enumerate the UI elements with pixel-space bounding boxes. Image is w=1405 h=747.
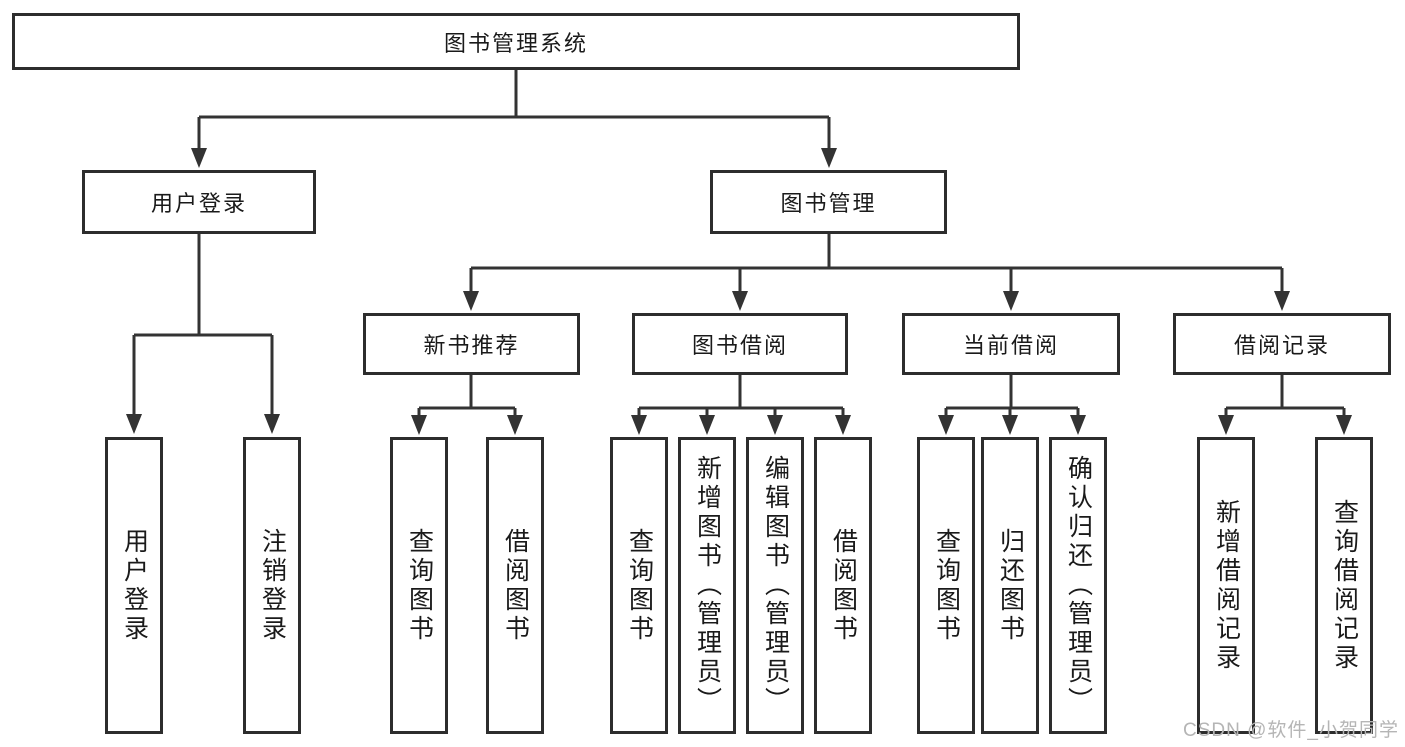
- node-user-login-label: 用户登录: [150, 191, 247, 216]
- leaf-current-query-books-label: 查询图书: [932, 527, 961, 644]
- leaf-recommend-borrow-books: 借阅图书: [486, 437, 544, 734]
- leaf-borrowing-edit-books: 编辑图书（管理员）: [746, 437, 804, 734]
- leaf-recommend-query-books-label: 查询图书: [405, 527, 434, 644]
- node-current-borrowing: 当前借阅: [902, 313, 1120, 375]
- watermark: CSDN @软件_小贺同学: [1183, 720, 1399, 741]
- node-book-borrowing: 图书借阅: [632, 313, 848, 375]
- leaf-recommend-borrow-books-label: 借阅图书: [501, 527, 530, 644]
- leaf-borrowing-query-books-label: 查询图书: [625, 527, 654, 644]
- leaf-records-add-record: 新增借阅记录: [1197, 437, 1255, 734]
- leaf-borrowing-query-books: 查询图书: [610, 437, 668, 734]
- node-new-book-recommend-label: 新书推荐: [423, 333, 520, 358]
- leaf-user-login-label: 用户登录: [120, 527, 149, 644]
- node-user-login: 用户登录: [82, 170, 316, 234]
- node-book-management: 图书管理: [710, 170, 947, 234]
- node-library-system: 图书管理系统: [12, 13, 1020, 70]
- node-borrowing-records: 借阅记录: [1173, 313, 1391, 375]
- leaf-logout-label: 注销登录: [258, 527, 287, 644]
- leaf-current-query-books: 查询图书: [917, 437, 975, 734]
- leaf-borrowing-add-books-label: 新增图书（管理员）: [693, 455, 722, 716]
- leaf-recommend-query-books: 查询图书: [390, 437, 448, 734]
- leaf-borrowing-edit-books-label: 编辑图书（管理员）: [761, 455, 790, 716]
- leaf-borrowing-borrow-books-label: 借阅图书: [829, 527, 858, 644]
- leaf-records-query-record: 查询借阅记录: [1315, 437, 1373, 734]
- leaf-current-confirm-return-label: 确认归还（管理员）: [1064, 455, 1093, 716]
- leaf-current-return-books: 归还图书: [981, 437, 1039, 734]
- leaf-user-login: 用户登录: [105, 437, 163, 734]
- node-library-system-label: 图书管理系统: [443, 30, 588, 56]
- node-book-borrowing-label: 图书借阅: [691, 333, 788, 358]
- leaf-records-add-record-label: 新增借阅记录: [1212, 498, 1241, 673]
- leaf-current-return-books-label: 归还图书: [996, 527, 1025, 644]
- node-borrowing-records-label: 借阅记录: [1233, 333, 1330, 358]
- leaf-borrowing-add-books: 新增图书（管理员）: [678, 437, 736, 734]
- node-current-borrowing-label: 当前借阅: [962, 333, 1059, 358]
- leaf-logout: 注销登录: [243, 437, 301, 734]
- node-book-management-label: 图书管理: [780, 191, 877, 216]
- leaf-borrowing-borrow-books: 借阅图书: [814, 437, 872, 734]
- leaf-records-query-record-label: 查询借阅记录: [1330, 498, 1359, 673]
- leaf-current-confirm-return: 确认归还（管理员）: [1049, 437, 1107, 734]
- node-new-book-recommend: 新书推荐: [363, 313, 580, 375]
